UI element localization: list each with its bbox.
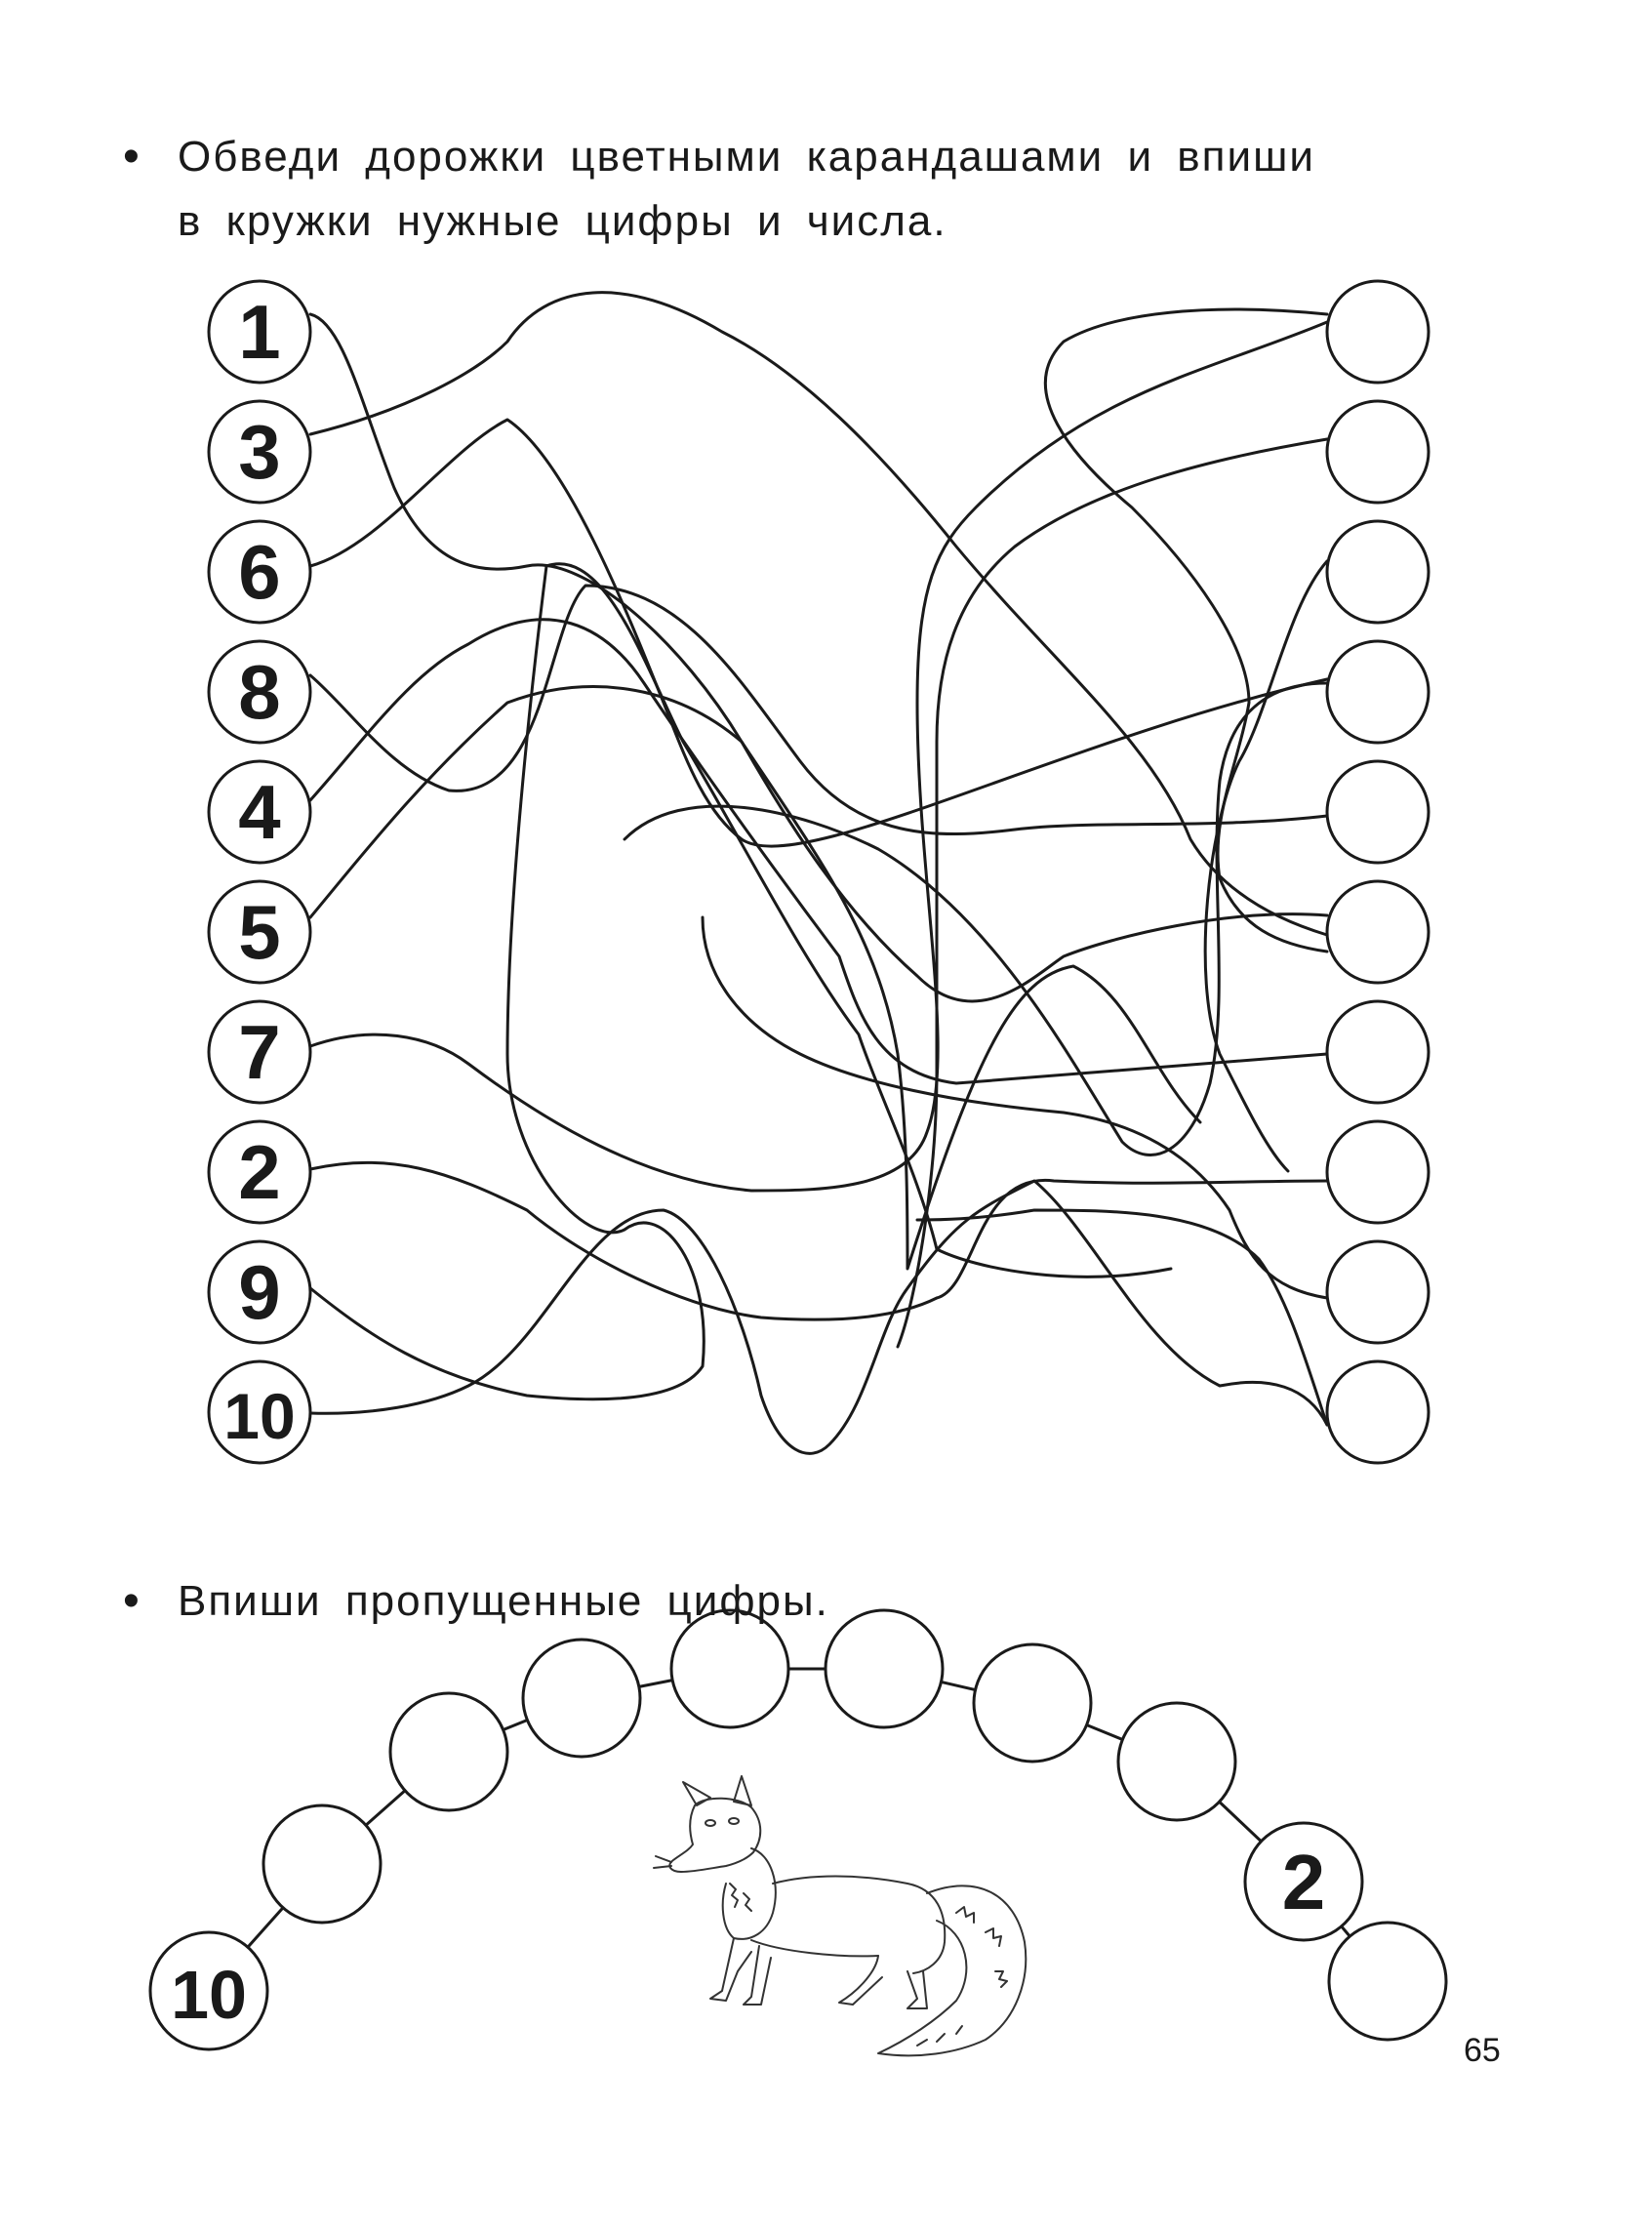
arc-circle[interactable]: [388, 1691, 509, 1812]
maze-path[interactable]: [915, 1208, 1329, 1427]
maze-path[interactable]: [308, 1179, 1329, 1455]
arc-circle[interactable]: [972, 1642, 1093, 1763]
left-number: 10: [223, 1380, 295, 1452]
right-answer-circle[interactable]: [1325, 1359, 1430, 1465]
page-number: 65: [1464, 2032, 1501, 2069]
left-number: 9: [238, 1249, 280, 1335]
task-2-line: Впиши пропущенные цифры.: [178, 1577, 829, 1625]
arc-connector: [1086, 1723, 1123, 1741]
maze-path[interactable]: [308, 685, 1202, 1271]
arc-connector: [1340, 1925, 1351, 1938]
maze-path[interactable]: [308, 618, 1329, 1085]
maze-path[interactable]: [623, 681, 1329, 1156]
maze-path[interactable]: [308, 312, 1329, 1003]
arc-circle: 2: [1243, 1821, 1364, 1942]
arc-connector: [1218, 1801, 1263, 1843]
arc-number: 2: [1282, 1839, 1326, 1925]
arc-connector: [364, 1789, 407, 1827]
maze-path[interactable]: [308, 562, 1173, 1401]
left-number: 7: [238, 1009, 280, 1095]
right-answer-circle[interactable]: [1325, 879, 1430, 985]
left-number-circle: 5: [207, 879, 312, 985]
task-1-line-1: Обведи дорожки цветными карандашами и вп…: [178, 133, 1315, 181]
left-number-circle: 6: [207, 519, 312, 625]
task-2-instruction: • Впиши пропущенные цифры.: [123, 1569, 1349, 1634]
arc-circle[interactable]: [1116, 1701, 1237, 1822]
task-1-line-2: в кружки нужные цифры и числа.: [178, 197, 947, 245]
left-number-circle: 8: [207, 639, 312, 745]
right-answer-circle[interactable]: [1325, 999, 1430, 1105]
right-answer-circle[interactable]: [1325, 519, 1430, 625]
maze-path[interactable]: [308, 584, 1329, 835]
maze-path[interactable]: [1203, 559, 1329, 1173]
arc-circle: 10: [148, 1930, 269, 2051]
left-number: 4: [238, 769, 280, 855]
left-number: 3: [238, 409, 280, 495]
maze-path[interactable]: [308, 1160, 1329, 1321]
right-answer-circle[interactable]: [1325, 279, 1430, 385]
left-number-circle: 3: [207, 399, 312, 505]
fox-illustration: [653, 1775, 1027, 2057]
maze-path[interactable]: [896, 437, 1329, 1349]
left-number: 2: [238, 1129, 280, 1215]
right-answer-circle[interactable]: [1325, 399, 1430, 505]
arc-connector: [638, 1679, 673, 1688]
right-answer-circles: [1325, 279, 1430, 1465]
maze-paths: [308, 291, 1329, 1455]
left-number-circle: 1: [207, 279, 312, 385]
left-number: 6: [238, 529, 280, 615]
arc-number: 10: [171, 1957, 247, 2033]
arc-connector: [941, 1681, 976, 1691]
right-answer-circle[interactable]: [1325, 759, 1430, 865]
left-number: 5: [238, 889, 280, 975]
left-number-circles: 1 3 6 8 4 5 7 2 9 10: [207, 279, 312, 1465]
arc-circle[interactable]: [262, 1803, 383, 1925]
arc-connector: [503, 1719, 528, 1731]
maze-path[interactable]: [308, 291, 1329, 937]
missing-numbers-arc: 10 2: [148, 1608, 1448, 2051]
right-answer-circle[interactable]: [1325, 639, 1430, 745]
left-number-circle: 4: [207, 759, 312, 865]
bullet: •: [123, 131, 141, 182]
right-answer-circle[interactable]: [1325, 1119, 1430, 1225]
arc-circle[interactable]: [521, 1638, 642, 1759]
left-number-circle: 10: [207, 1359, 312, 1465]
left-number: 8: [238, 649, 280, 735]
right-answer-circle[interactable]: [1325, 1239, 1430, 1345]
arc-circle[interactable]: [824, 1608, 945, 1729]
left-number-circle: 2: [207, 1119, 312, 1225]
bullet: •: [123, 1575, 141, 1627]
maze-path[interactable]: [1043, 307, 1329, 953]
left-number-circle: 7: [207, 999, 312, 1105]
task-1-instruction: • Обведи дорожки цветными карандашами и …: [123, 125, 1349, 254]
arc-circle[interactable]: [1327, 1921, 1448, 2042]
left-number-circle: 9: [207, 1239, 312, 1345]
arc-circle[interactable]: [669, 1608, 790, 1729]
left-number: 1: [238, 289, 280, 375]
arc-connector: [246, 1906, 285, 1949]
maze-path[interactable]: [701, 915, 1329, 1300]
